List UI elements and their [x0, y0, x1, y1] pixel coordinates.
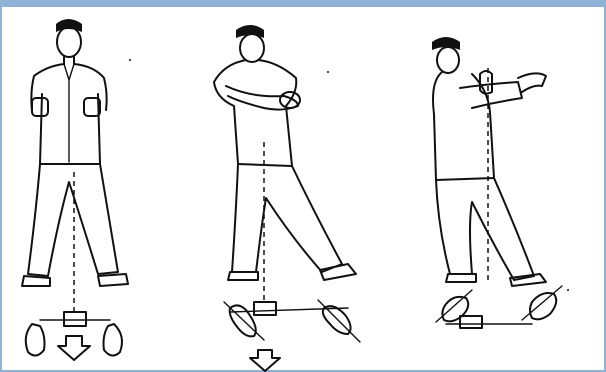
panel-2-head — [240, 34, 264, 62]
panel-3-left-footprint — [442, 297, 468, 321]
panel-2-down-arrow-icon — [250, 350, 280, 371]
panel-2-right-foot-line — [318, 300, 360, 342]
panel-2-jacket — [214, 60, 296, 166]
panel-1-left-footprint — [26, 324, 45, 356]
panel-3-left-foot-line — [436, 290, 472, 322]
stray-mark — [567, 289, 569, 291]
panel-3-right-footprint — [530, 293, 556, 319]
stray-mark — [129, 59, 131, 61]
panel-1-head — [57, 27, 81, 57]
panel-2-left-footprint — [230, 305, 256, 336]
panel-2-center-box — [254, 302, 276, 315]
panel-2-front-shoe — [320, 264, 356, 280]
panel-1-right-footprint — [104, 324, 123, 356]
panel-1-hair — [56, 19, 82, 32]
panel-3-trousers — [436, 178, 534, 280]
panel-2-back-shoe — [228, 272, 258, 280]
panel-3-back-shoe — [446, 274, 476, 282]
panel-1-figure — [22, 19, 128, 360]
panel-2-figure — [214, 25, 360, 371]
panel-1-center-box — [64, 312, 86, 326]
panel-1-down-arrow-icon — [58, 336, 90, 360]
panel-3-center-box — [460, 316, 482, 328]
panel-1-left-shoe — [22, 276, 50, 286]
panel-1-trousers — [28, 164, 118, 276]
stray-mark — [327, 71, 329, 73]
panel-3-raised-hand — [480, 71, 492, 94]
panel-1-collar — [64, 64, 74, 162]
panel-3-front-hand — [518, 73, 546, 92]
panel-2-right-footprint — [323, 306, 351, 334]
panel-3-figure — [432, 37, 562, 328]
panel-1-left-fist — [32, 98, 48, 116]
panel-3-head — [437, 47, 459, 73]
panel-1-right-shoe — [98, 274, 128, 286]
panel-2-trousers — [232, 164, 342, 272]
